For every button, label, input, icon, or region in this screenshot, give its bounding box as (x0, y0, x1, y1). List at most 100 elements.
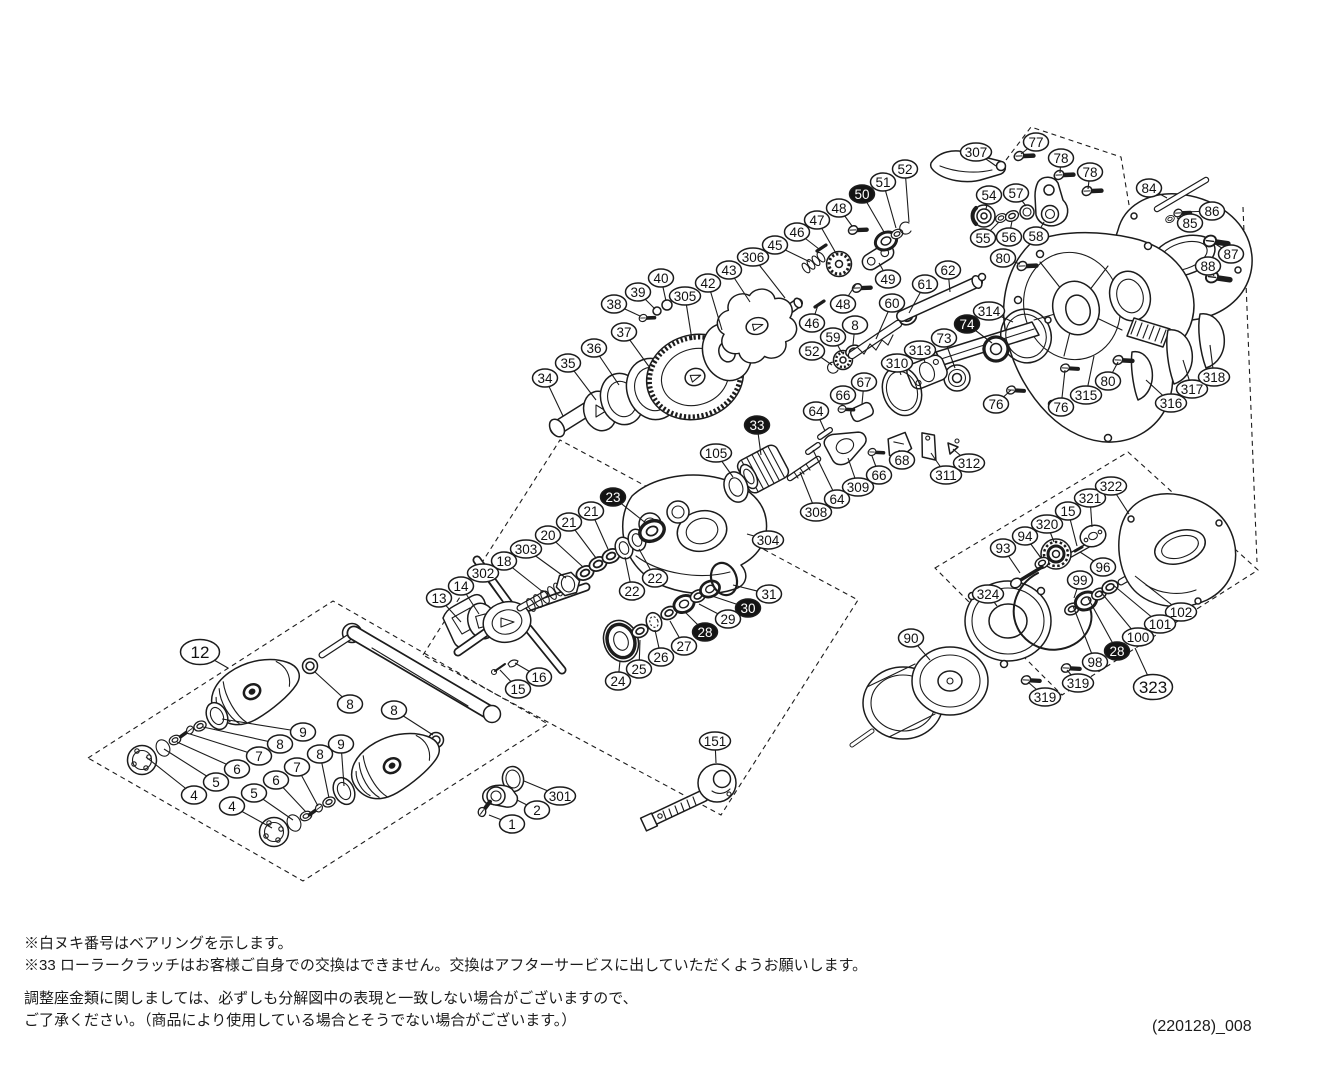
callout-33: 33 (743, 415, 771, 456)
svg-text:5: 5 (212, 775, 220, 790)
svg-text:15: 15 (510, 682, 525, 697)
callout-48: 48 (829, 283, 857, 314)
screw-76a (1005, 381, 1024, 398)
svg-text:303: 303 (515, 542, 538, 557)
svg-text:29: 29 (720, 612, 735, 627)
svg-text:94: 94 (1017, 529, 1033, 544)
callout-48: 48 (825, 198, 853, 227)
callout-76: 76 (982, 389, 1012, 414)
footnote-roller-clutch: ※33 ローラークラッチはお客様ご自身での交換はできません。交換はアフターサービ… (24, 957, 868, 974)
svg-text:308: 308 (805, 505, 828, 520)
svg-text:42: 42 (700, 276, 715, 291)
wavy-washer-26 (645, 611, 663, 633)
callout-102: 102 (1134, 575, 1198, 622)
footnotes: ※白ヌキ番号はベアリングを示します。 ※33 ローラークラッチはお客様ご自身での… (24, 933, 867, 1032)
svg-text:304: 304 (757, 533, 780, 548)
callout-304: 304 (746, 530, 785, 550)
svg-text:306: 306 (742, 250, 765, 265)
svg-text:307: 307 (965, 145, 988, 160)
callout-28: 28 (1087, 597, 1131, 661)
callout-80: 80 (1094, 361, 1122, 391)
callout-6: 6 (262, 770, 307, 813)
svg-text:67: 67 (856, 375, 871, 390)
footnote-washers-line1: 調整座金類に関しましては、必ずしも分解図中の表現と一致しない場合がございますので… (24, 990, 638, 1007)
svg-text:46: 46 (804, 316, 819, 331)
svg-text:58: 58 (1028, 229, 1043, 244)
svg-text:90: 90 (903, 631, 918, 646)
callout-322: 322 (1094, 476, 1130, 515)
callout-60: 60 (875, 293, 906, 340)
svg-text:49: 49 (880, 272, 895, 287)
housing-group (621, 444, 790, 595)
callout-52: 52 (798, 341, 833, 366)
pin-46a (815, 243, 828, 253)
svg-text:4: 4 (190, 788, 198, 803)
callout-62: 62 (934, 260, 962, 293)
svg-text:35: 35 (560, 356, 575, 371)
drive-gear-group (548, 220, 987, 438)
callout-101: 101 (1111, 583, 1177, 634)
callout-23: 23 (599, 487, 648, 525)
callout-301: 301 (523, 780, 577, 806)
svg-text:309: 309 (847, 480, 870, 495)
callout-318: 318 (1197, 344, 1231, 387)
callout-87: 87 (1213, 242, 1245, 264)
svg-text:16: 16 (531, 670, 546, 685)
callout-layer: 3435363738394030542433064546474850515249… (145, 132, 1245, 834)
callout-20: 20 (534, 525, 584, 568)
callout-319: 319 (1027, 681, 1062, 707)
callout-39: 39 (624, 282, 656, 310)
svg-text:4: 4 (228, 799, 236, 814)
pin-15 (490, 663, 506, 676)
svg-text:45: 45 (767, 238, 782, 253)
svg-text:28: 28 (1109, 644, 1124, 659)
callout-58: 58 (1022, 221, 1050, 246)
svg-text:77: 77 (1028, 135, 1043, 150)
svg-text:12: 12 (191, 643, 210, 662)
callout-94: 94 (1011, 526, 1042, 559)
svg-text:40: 40 (653, 271, 668, 286)
svg-text:6: 6 (233, 762, 241, 777)
svg-text:51: 51 (875, 175, 890, 190)
svg-text:9: 9 (299, 725, 307, 740)
svg-text:21: 21 (583, 504, 598, 519)
callout-7: 7 (283, 757, 319, 807)
svg-text:30: 30 (740, 601, 755, 616)
svg-text:14: 14 (453, 579, 469, 594)
svg-text:1: 1 (508, 817, 516, 832)
svg-text:102: 102 (1170, 605, 1193, 620)
svg-text:23: 23 (605, 490, 620, 505)
svg-text:64: 64 (808, 404, 824, 419)
washer-105 (723, 471, 749, 503)
svg-text:43: 43 (721, 263, 736, 278)
callout-105: 105 (699, 443, 734, 478)
handle-assembly-group (126, 622, 525, 848)
svg-text:50: 50 (854, 187, 869, 202)
callout-8: 8 (202, 726, 294, 754)
svg-text:311: 311 (935, 468, 957, 483)
svg-text:68: 68 (894, 453, 909, 468)
svg-text:64: 64 (829, 492, 845, 507)
callout-80: 80 (989, 248, 1021, 268)
svg-text:87: 87 (1223, 247, 1238, 262)
svg-text:6: 6 (272, 773, 280, 788)
svg-text:48: 48 (831, 201, 846, 216)
svg-text:52: 52 (897, 162, 912, 177)
callout-151: 151 (698, 731, 732, 764)
svg-text:9: 9 (337, 737, 345, 752)
callout-1: 1 (488, 814, 526, 834)
screw-38 (635, 307, 657, 328)
washer-57 (1019, 204, 1035, 220)
callout-88: 88 (1194, 256, 1222, 277)
callout-28: 28 (684, 611, 719, 642)
callout-77: 77 (1020, 132, 1050, 155)
footnote-washers-line2: ご了承ください。（商品により使用している場合とそうでない場合がございます。） (24, 1012, 577, 1029)
bracket-311 (921, 432, 937, 461)
callout-38: 38 (600, 294, 641, 317)
callout-55: 55 (969, 221, 1000, 248)
pin-15b (1073, 545, 1084, 553)
callout-324: 324 (971, 584, 1005, 607)
callout-46: 46 (798, 304, 826, 333)
svg-text:151: 151 (704, 734, 727, 749)
svg-text:21: 21 (561, 515, 576, 530)
